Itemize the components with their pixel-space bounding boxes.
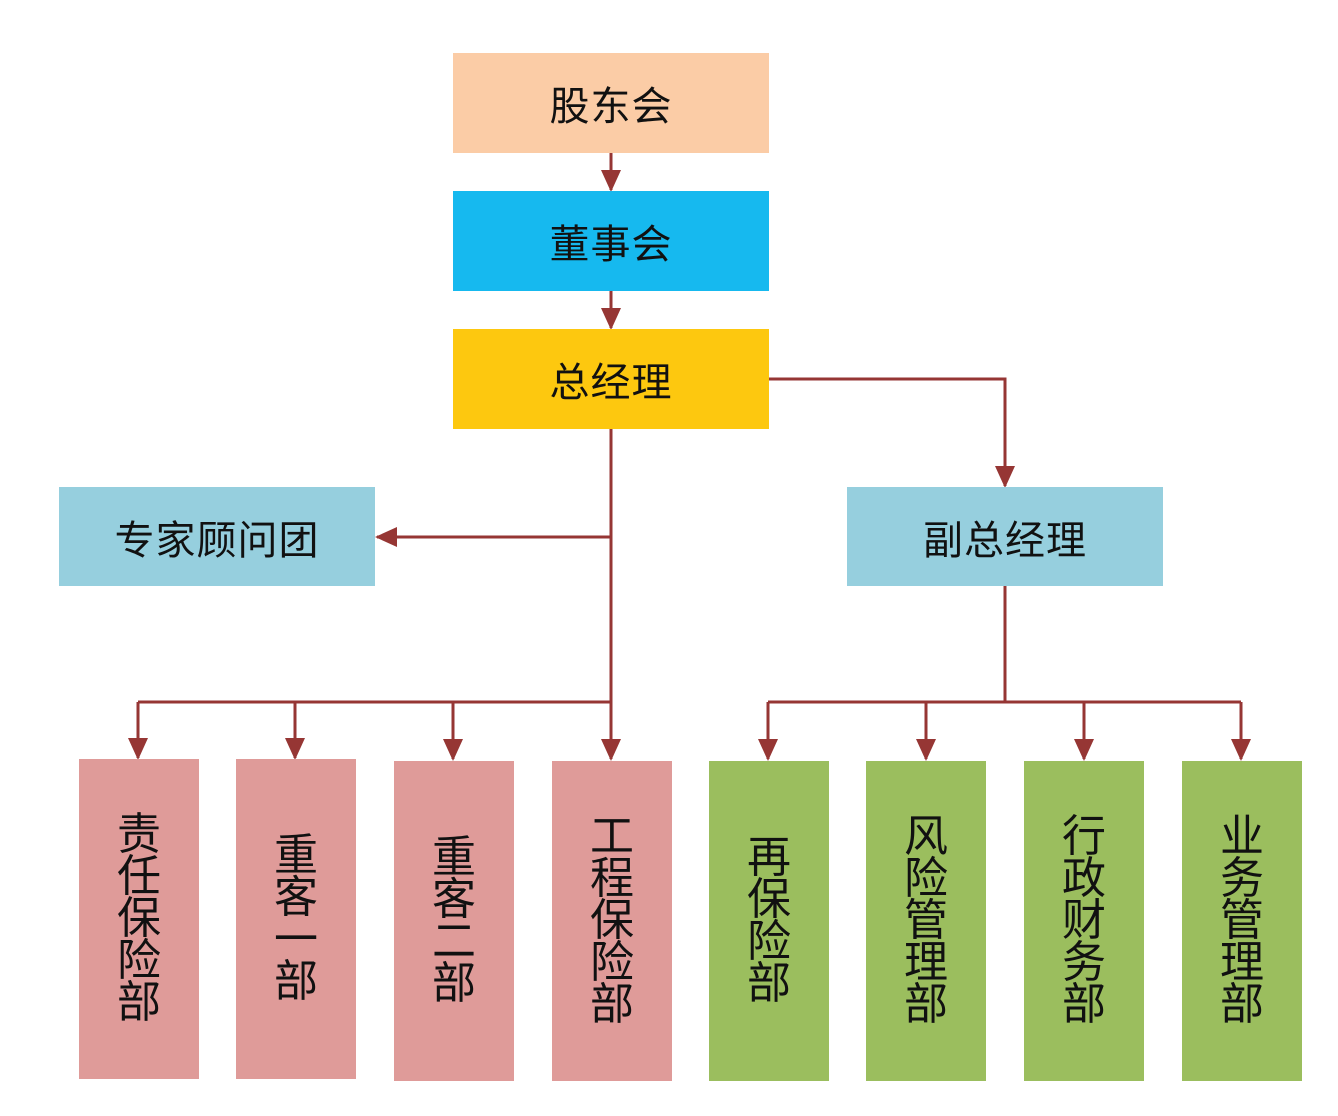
general-manager-box: 总经理 — [453, 329, 769, 429]
department-box: 业务管理部 — [1182, 761, 1302, 1081]
shareholders-box: 股东会 — [453, 53, 769, 153]
department-box: 行政财务部 — [1024, 761, 1144, 1081]
department-box: 风险管理部 — [866, 761, 986, 1081]
department-label: 工程保险部 — [590, 811, 634, 1030]
advisory-group-label: 专家顾问团 — [114, 517, 320, 564]
department-label: 业务管理部 — [1220, 811, 1264, 1030]
deputy-general-manager-label: 副总经理 — [923, 517, 1087, 564]
arrow-gm-to-deputy — [769, 377, 1015, 488]
board-box: 董事会 — [453, 191, 769, 291]
department-label: 风险管理部 — [904, 811, 948, 1030]
department-box: 再保险部 — [709, 761, 829, 1081]
department-box: 工程保险部 — [552, 761, 672, 1081]
advisory-group-box: 专家顾问团 — [59, 487, 375, 586]
shareholders-label: 股东会 — [549, 84, 673, 130]
general-manager-label: 总经理 — [549, 360, 673, 406]
department-label: 重客二部 — [432, 832, 476, 1009]
department-box: 重客二部 — [394, 761, 514, 1081]
department-box: 重客一部 — [236, 759, 356, 1079]
department-label: 行政财务部 — [1062, 811, 1106, 1030]
department-label: 重客一部 — [274, 830, 318, 1007]
department-label: 再保险部 — [747, 832, 791, 1009]
board-label: 董事会 — [549, 222, 673, 268]
deputy-general-manager-box: 副总经理 — [847, 487, 1163, 586]
department-box: 责任保险部 — [79, 759, 199, 1079]
department-label: 责任保险部 — [117, 809, 161, 1028]
